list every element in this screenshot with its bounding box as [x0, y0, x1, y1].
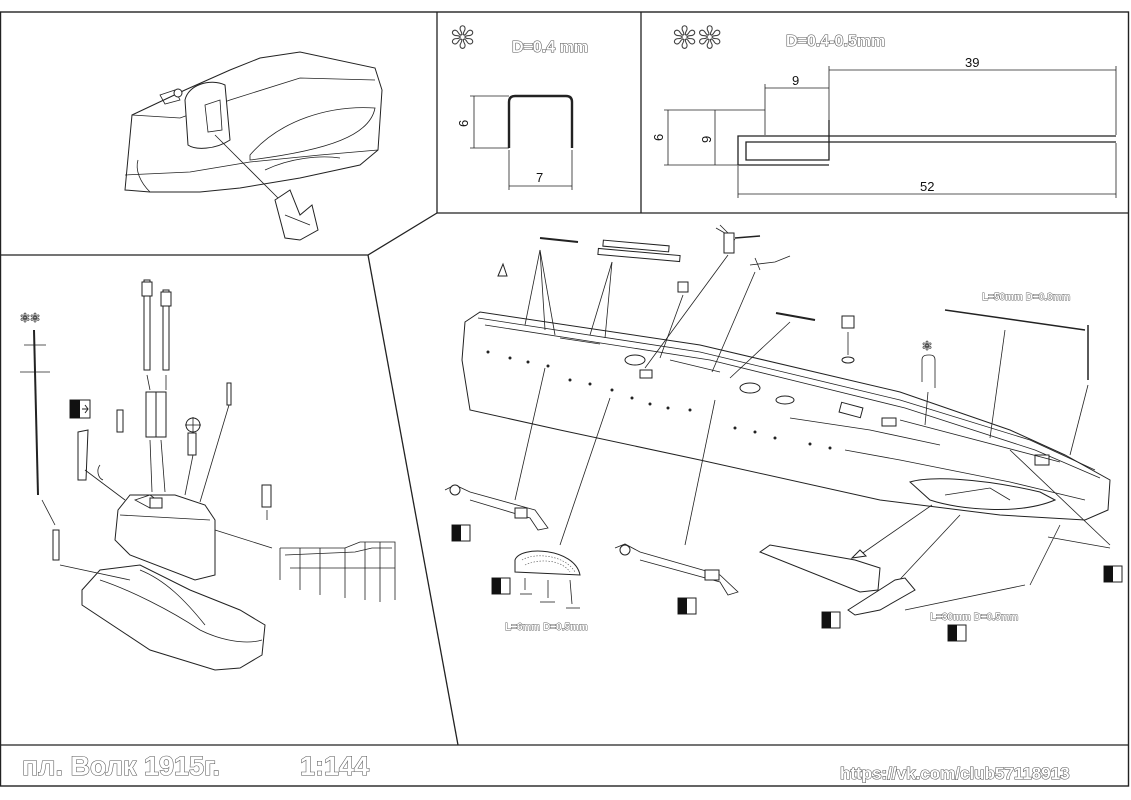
- club-url: https://vk.com/club57118913: [840, 764, 1070, 783]
- double-star-diameter-label: D=0.4-0.5mm: [786, 33, 885, 50]
- diving-plane-part: [758, 536, 1111, 616]
- mast-double-star-marker: ✻✻: [20, 311, 40, 325]
- grating-note: L=6mm D=0.5mm: [505, 622, 588, 633]
- detail-double-star: ✻✻ D=0.4-0.5mm 52 39 9 9 6: [651, 20, 1117, 198]
- title-block: пл. Волк 1915г. 1:144 https://vk.com/clu…: [21, 750, 1070, 783]
- grating-part: [514, 550, 581, 609]
- step-icon-6: [1103, 565, 1123, 583]
- double-star-top-short-dim: 9: [792, 73, 799, 88]
- starboard-rail-part: [614, 543, 739, 596]
- double-star-outer-height-dim: 6: [651, 134, 666, 141]
- double-star-top-long-dim: 39: [965, 55, 979, 70]
- single-star-staple: [507, 94, 574, 148]
- single-star-symbol: ✻: [450, 21, 475, 56]
- deck-hatch-holes: [486, 350, 832, 450]
- conning-tower-assembly: ✻✻: [20, 279, 396, 671]
- main-star-marker: ✻: [922, 339, 932, 353]
- detail-single-star: ✻ D=0.4 mm 6 7: [449, 20, 589, 190]
- step-icon-3: [677, 597, 697, 615]
- rudder-rod-note: L=30mm D=0.5mm: [930, 612, 1018, 623]
- single-star-height-dim: 6: [456, 120, 471, 127]
- assembly-step-icon: [69, 399, 91, 419]
- single-star-width-dim: 7: [536, 170, 543, 185]
- double-star-rod: [737, 135, 1116, 166]
- hull-assembly: ✻ L=50mm D=0.8mm L=6mm D=0.5mm: [444, 224, 1123, 642]
- model-scale: 1:144: [300, 751, 369, 781]
- single-star-diameter-label: D=0.4 mm: [512, 39, 588, 56]
- step-icon-1: [451, 524, 471, 542]
- step-icon-5: [947, 624, 967, 642]
- rail-length-note: L=50mm D=0.8mm: [982, 292, 1070, 303]
- bow-detail-drawing: [124, 51, 383, 241]
- port-rail-part: [444, 484, 549, 531]
- model-title: пл. Волк 1915г.: [22, 751, 220, 781]
- step-icon-4: [821, 611, 841, 629]
- sheet-frame: [0, 11, 1130, 787]
- double-star-inner-height-dim: 9: [699, 136, 714, 143]
- double-star-symbol: ✻✻: [672, 21, 722, 56]
- step-icon-2: [491, 577, 511, 595]
- double-star-bottom-dim: 52: [920, 179, 934, 194]
